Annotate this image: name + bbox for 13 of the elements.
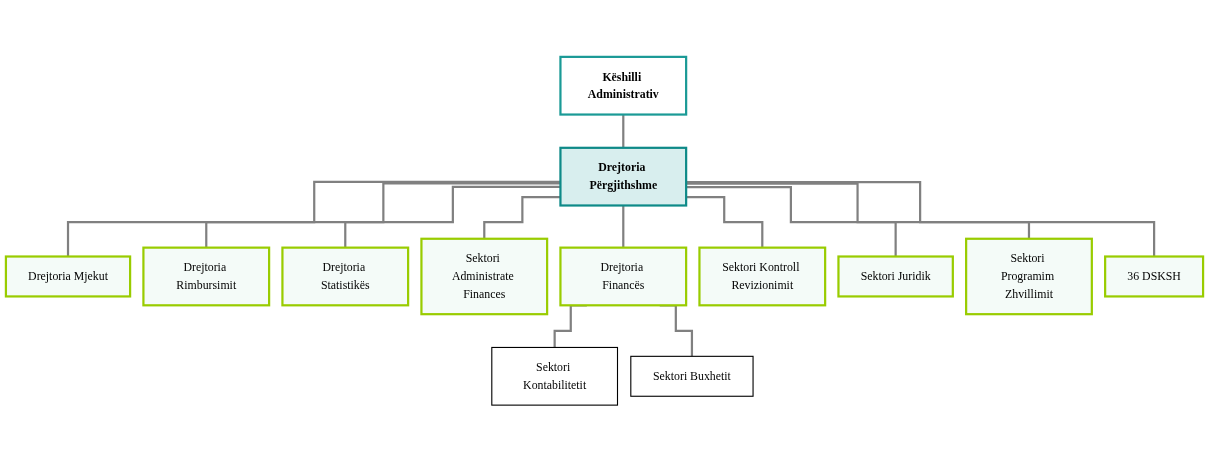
node-box: Drejtoria Rimbursimit xyxy=(142,246,271,307)
node-box: Drejtoria Financës xyxy=(559,246,688,307)
node-box: Sektori Buxhetit xyxy=(630,355,754,397)
node-box: Këshilli Administrativ xyxy=(559,55,688,116)
node-box: Sektori Kontabilitetit xyxy=(491,346,619,406)
node-box: Drejtoria Statistikës xyxy=(281,246,410,307)
node-box: 36 DSKSH xyxy=(1104,255,1205,298)
node-box: Sektori Programim Zhvillimit xyxy=(965,237,1093,316)
node-box: Drejtoria Mjekut xyxy=(4,255,132,298)
node-box: Sektori Juridik xyxy=(837,255,954,298)
node-box: Drejtoria Përgjithshme xyxy=(559,146,688,207)
node-box: Sektori Administrate Finances xyxy=(420,237,549,316)
node-box: Sektori Kontroll Revizionimit xyxy=(698,246,827,307)
